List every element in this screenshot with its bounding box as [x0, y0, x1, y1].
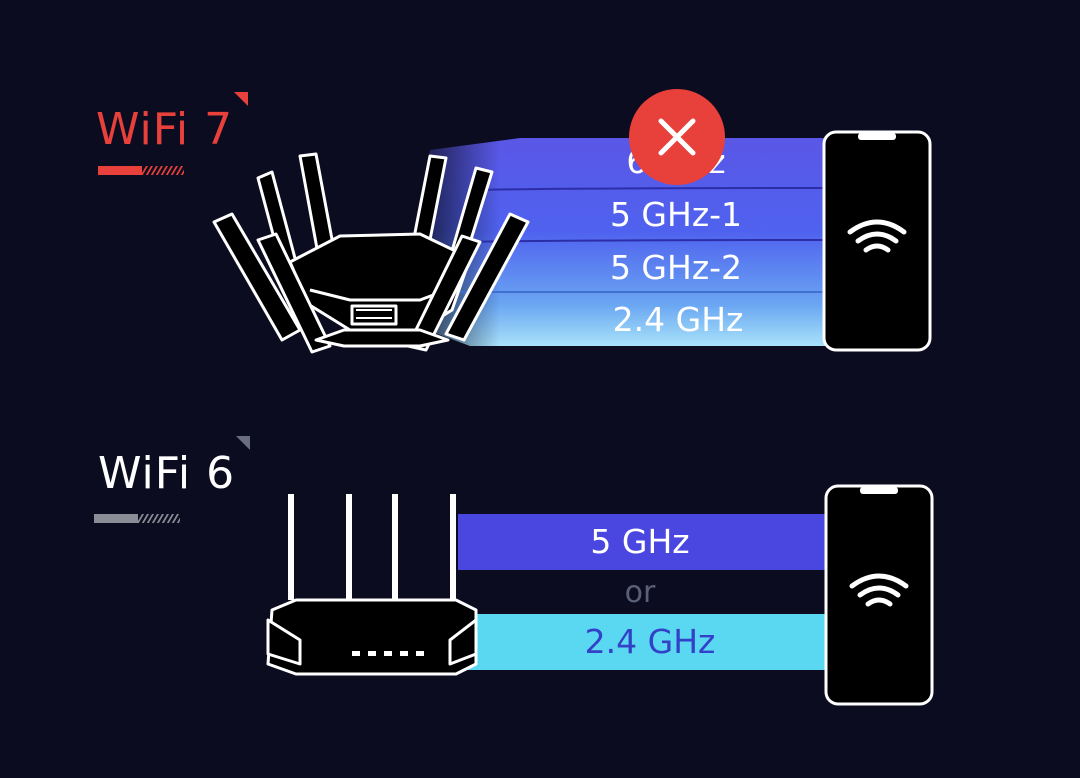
wifi7-title: WiFi 7: [96, 104, 234, 155]
or-separator: or: [624, 575, 656, 610]
wifi6-title-underline: [94, 514, 180, 523]
x-icon: [629, 89, 725, 185]
wifi6-title: WiFi 6: [98, 448, 236, 499]
wifi6-band-24ghz: [458, 614, 830, 670]
title-corner-mark: [236, 436, 250, 450]
band-divider: [469, 187, 831, 191]
wifi7-phone-icon: [822, 130, 932, 352]
wifi7-router-icon: [212, 152, 530, 354]
band-divider: [459, 239, 831, 243]
band-label-5ghz-1: 5 GHz-1: [609, 195, 743, 234]
wifi7-title-underline: [98, 166, 184, 175]
band-label-2-4ghz: 2.4 GHz: [612, 300, 744, 339]
band-label-5ghz-2: 5 GHz-2: [609, 248, 743, 287]
wifi-icon: [849, 573, 909, 607]
wifi6-phone-icon: [824, 484, 934, 706]
wifi6-band-5ghz: [458, 514, 830, 570]
router-led-dots: [352, 651, 424, 656]
wifi6-router-icon: [266, 494, 478, 676]
wifi-icon: [847, 219, 907, 253]
band-label-2-4ghz-wifi6: 2.4 GHz: [584, 622, 716, 661]
title-corner-mark: [234, 92, 248, 106]
band-label-5ghz: 5 GHz: [590, 522, 690, 561]
